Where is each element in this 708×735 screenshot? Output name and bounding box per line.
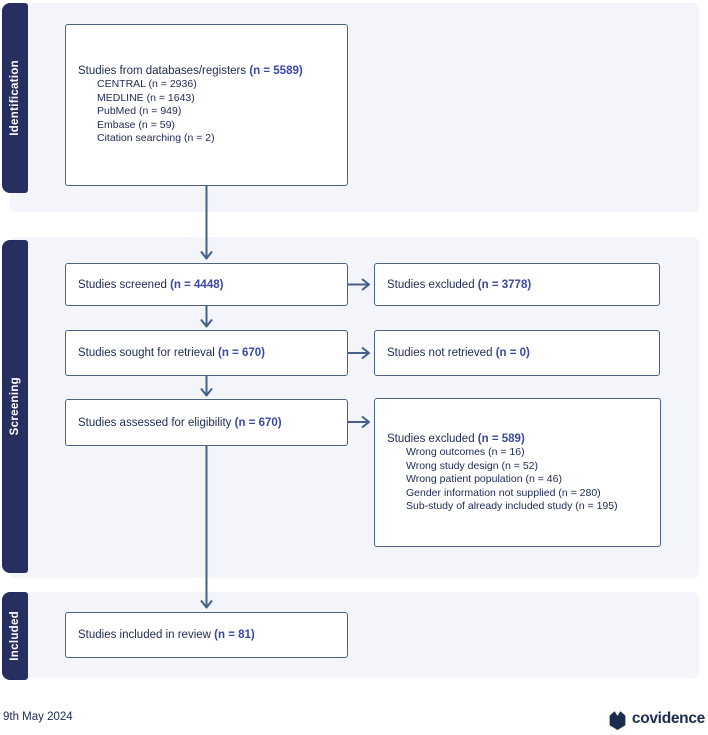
box-title: Studies excluded (n = 3778) (387, 278, 532, 291)
box-title: Studies excluded (n = 589) (387, 433, 525, 445)
sidebar-label-screening: Screening (2, 240, 28, 573)
exclusion-reason: Sub-study of already included study (n =… (406, 500, 618, 512)
exclusion-reason: Wrong study design (n = 52) (406, 459, 539, 472)
count-badge: (n = 0) (495, 347, 530, 359)
box-studies-from-databases: Studies from databases/registers (n = 55… (65, 24, 348, 186)
box-title: Studies sought for retrieval (n = 670) (78, 347, 265, 359)
sidebar-label-included: Included (2, 592, 28, 680)
count-badge: (n = 670) (234, 416, 282, 429)
source-item: Citation searching (n = 2) (97, 132, 215, 144)
box-studies-not-retrieved: Studies not retrieved (n = 0) (374, 330, 660, 376)
covidence-logo-icon (609, 710, 626, 730)
count-badge: (n = 3778) (477, 278, 532, 291)
export-date: 9th May 2024 (3, 711, 73, 723)
exclusion-reason: Wrong outcomes (n = 16) (406, 446, 525, 458)
sidebar-label-included-text: Included (9, 611, 21, 661)
box-studies-screened: Studies screened (n = 4448) (65, 263, 348, 306)
exclusion-reason: Wrong patient population (n = 46) (406, 473, 562, 485)
sidebar-label-identification-text: Identification (9, 60, 21, 136)
covidence-logo-text: covidence (631, 710, 705, 727)
source-item: CENTRAL (n = 2936) (97, 78, 197, 90)
sidebar-label-screening-text: Screening (9, 377, 21, 436)
box-studies-sought-for-retrieval: Studies sought for retrieval (n = 670) (65, 330, 348, 376)
exclusion-reason: Gender information not supplied (n = 280… (406, 486, 601, 499)
source-item: PubMed (n = 949) (97, 105, 182, 117)
box-studies-included-in-review: Studies included in review (n = 81) (65, 612, 348, 658)
sidebar-label-identification: Identification (2, 3, 28, 193)
box-title: Studies screened (n = 4448) (78, 278, 224, 291)
count-badge: (n = 4448) (170, 278, 224, 291)
box-studies-assessed-for-eligibility: Studies assessed for eligibility (n = 67… (65, 399, 348, 446)
box-title: Studies from databases/registers (n = 55… (78, 65, 303, 77)
count-badge: (n = 81) (214, 629, 255, 641)
box-title: Studies not retrieved (n = 0) (387, 347, 530, 359)
count-badge: (n = 589) (477, 433, 525, 445)
box-title: Studies assessed for eligibility (n = 67… (78, 416, 282, 429)
count-badge: (n = 670) (218, 347, 265, 359)
box-title: Studies included in review (n = 81) (78, 629, 255, 641)
source-item: MEDLINE (n = 1643) (97, 91, 195, 104)
box-studies-excluded-eligibility: Studies excluded (n = 589) Wrong outcome… (374, 398, 661, 547)
count-badge: (n = 5589) (249, 65, 303, 77)
source-item: Embase (n = 59) (97, 118, 175, 131)
covidence-logo: covidence (607, 706, 705, 732)
box-studies-excluded-screening: Studies excluded (n = 3778) (374, 263, 660, 306)
